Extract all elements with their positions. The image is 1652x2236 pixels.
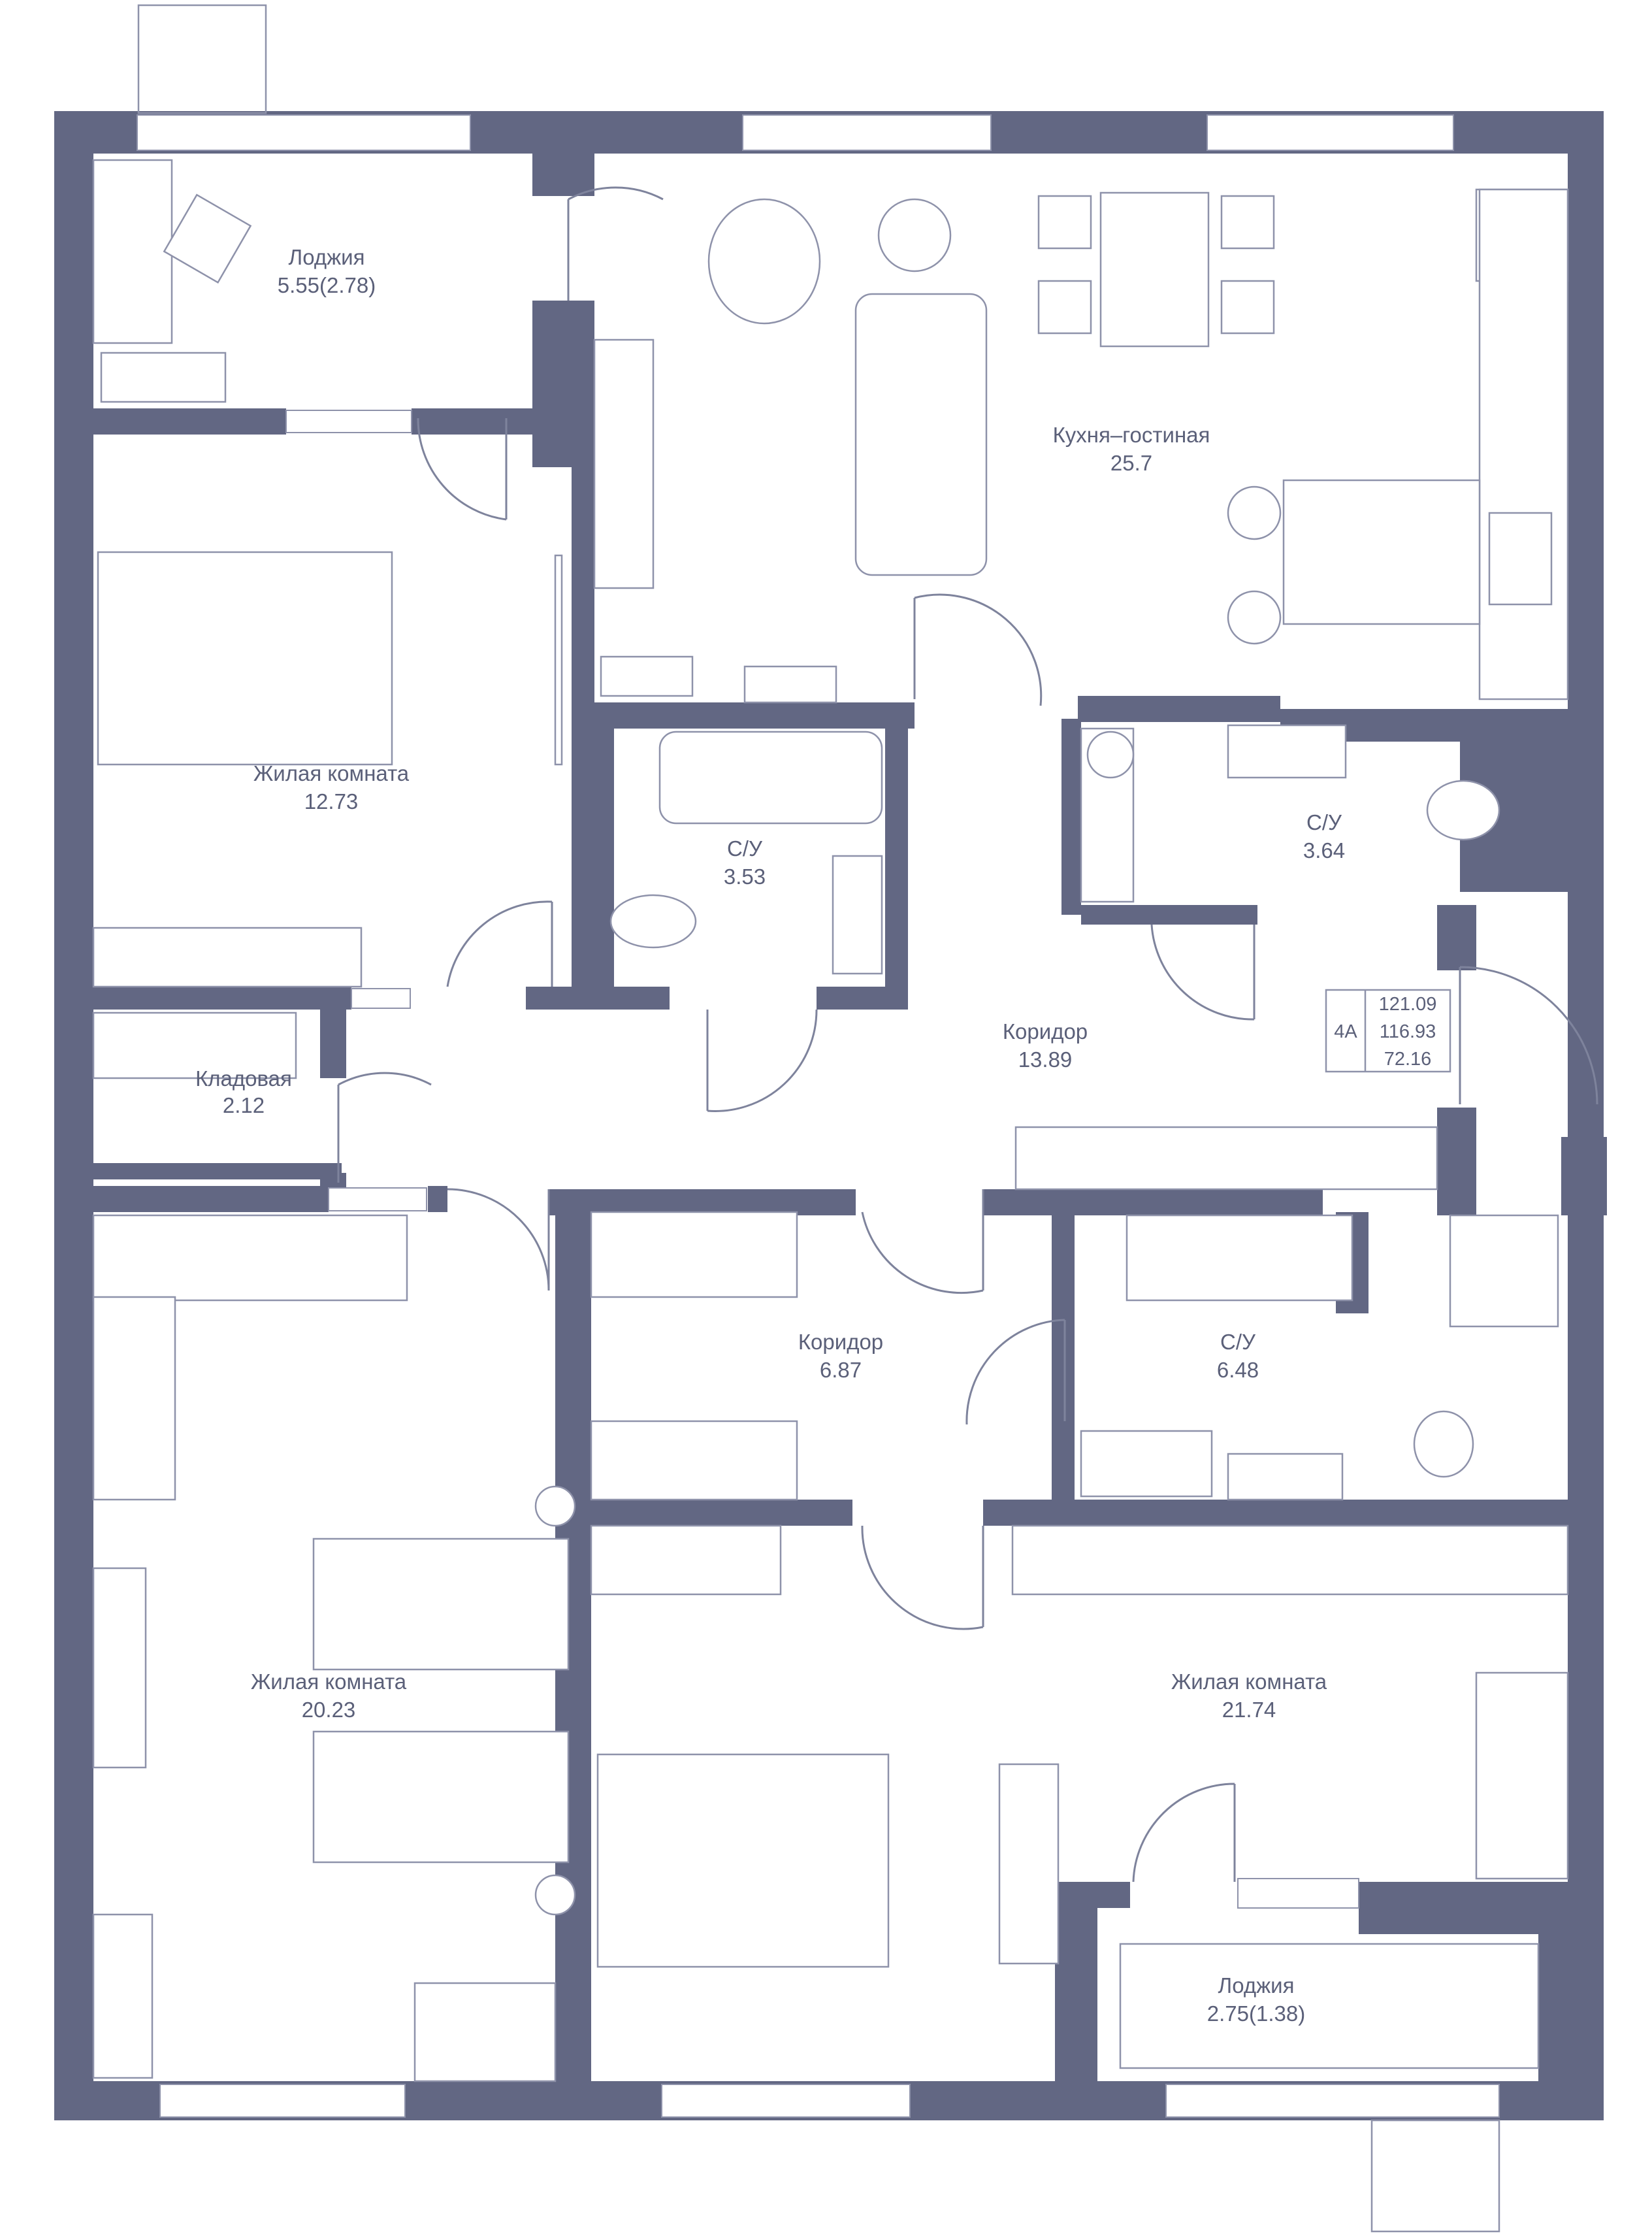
doors [337, 186, 1598, 1883]
room-name: Лоджия [289, 245, 365, 269]
room-label-corridor-1: Коридор 13.89 [1003, 1019, 1088, 1072]
reduced-area: 116.93 [1380, 1021, 1436, 1042]
room-name: Жилая комната [1171, 1669, 1327, 1694]
room-name: С/У [727, 836, 763, 861]
room-label-corridor-2: Коридор 6.87 [798, 1330, 883, 1382]
room-name: Жилая комната [253, 761, 410, 785]
room-area: 13.89 [1018, 1047, 1073, 1072]
room-area: 25.7 [1110, 451, 1152, 475]
living-area: 72.16 [1384, 1049, 1432, 1070]
room-area: 3.53 [724, 864, 766, 889]
room-label-bathroom-2: С/У 3.64 [1303, 810, 1345, 863]
room-name: С/У [1306, 810, 1342, 834]
room-area: 12.73 [304, 789, 359, 814]
room-area: 5.55(2.78) [278, 273, 376, 297]
room-name: С/У [1220, 1330, 1256, 1354]
room-label-loggia-2: Лоджия 2.75(1.38) [1207, 1973, 1305, 2026]
total-area: 121.09 [1379, 994, 1437, 1015]
room-area: 2.12 [223, 1093, 265, 1117]
apartment-type: 4А [1334, 1021, 1357, 1042]
apartment-badge: 4А 121.09 116.93 72.16 [1325, 989, 1451, 1073]
room-label-living-room-1: Жилая комната 12.73 [253, 761, 410, 814]
interior-openings [285, 410, 1359, 1909]
furniture [92, 159, 1569, 2082]
room-area: 6.87 [820, 1358, 862, 1382]
room-area: 6.48 [1217, 1358, 1259, 1382]
exterior-windows [137, 4, 1500, 2233]
room-area: 2.75(1.38) [1207, 2001, 1305, 2026]
room-label-bathroom-3: С/У 6.48 [1217, 1330, 1259, 1382]
room-name: Лоджия [1218, 1973, 1295, 1998]
room-name: Кухня–гостиная [1053, 423, 1210, 447]
room-label-living-room-2: Жилая комната 20.23 [251, 1669, 407, 1722]
room-label-storage: Кладовая 2.12 [195, 1066, 292, 1117]
room-label-kitchen-living: Кухня–гостиная 25.7 [1053, 423, 1210, 475]
room-label-loggia-1: Лоджия 5.55(2.78) [278, 245, 376, 297]
room-name: Жилая комната [251, 1669, 407, 1694]
room-label-bathroom-1: С/У 3.53 [724, 836, 766, 889]
room-name: Коридор [1003, 1019, 1088, 1044]
room-label-living-room-3: Жилая комната 21.74 [1171, 1669, 1327, 1722]
room-name: Кладовая [195, 1066, 292, 1091]
room-name: Коридор [798, 1330, 883, 1354]
room-area: 21.74 [1222, 1698, 1276, 1722]
room-area: 3.64 [1303, 838, 1345, 863]
room-area: 20.23 [302, 1698, 356, 1722]
